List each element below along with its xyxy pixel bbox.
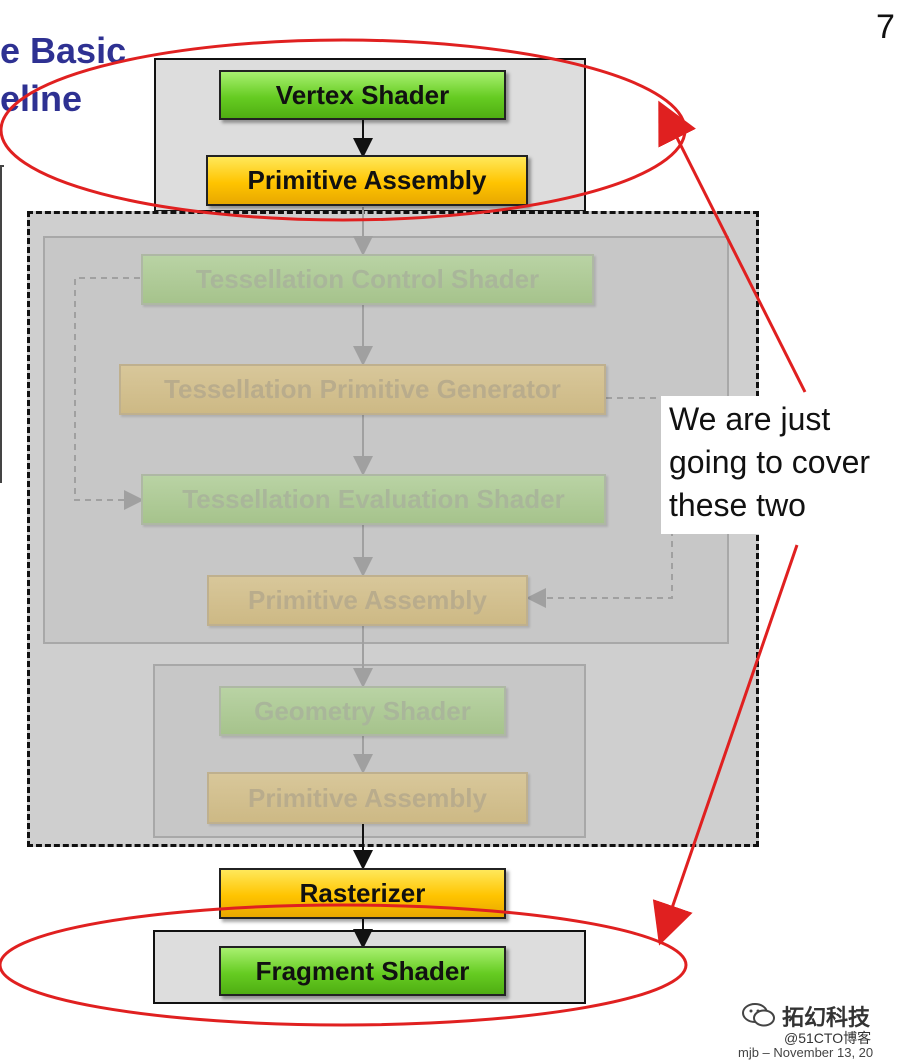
rasterizer-box: Rasterizer	[219, 868, 506, 919]
primitive-assembly-tess-box: Primitive Assembly	[207, 575, 528, 626]
wechat-icon	[742, 1003, 775, 1027]
slide-title-line2: eline	[0, 78, 83, 119]
callout-line3: these two	[669, 487, 806, 523]
vertex-shader-box: Vertex Shader	[219, 70, 506, 120]
primitive-assembly-geom-box: Primitive Assembly	[207, 772, 528, 824]
highlight-ellipse-top	[0, 38, 687, 222]
tess-control-shader-box: Tessellation Control Shader	[141, 254, 594, 305]
geometry-shader-box: Geometry Shader	[219, 686, 506, 736]
watermark-brand: 拓幻科技	[782, 1005, 871, 1030]
tess-primitive-generator-box: Tessellation Primitive Generator	[119, 364, 606, 415]
callout-line1: We are just	[669, 401, 831, 437]
pointer-line-bottom	[652, 544, 799, 946]
tess-evaluation-shader-box: Tessellation Evaluation Shader	[141, 474, 606, 525]
watermark: 拓幻科技 @51CTO博客	[740, 998, 900, 1054]
highlight-ellipse-bottom	[0, 903, 688, 1027]
primitive-assembly-top-box: Primitive Assembly	[206, 155, 528, 206]
watermark-source: @51CTO博客	[784, 1030, 872, 1046]
dashed-tcs-to-tes	[74, 277, 144, 510]
callout-box: We are just going to cover these two	[661, 396, 900, 534]
left-edge-line	[0, 165, 2, 483]
page-number: 7	[876, 8, 895, 46]
fragment-shader-box: Fragment Shader	[219, 946, 506, 996]
left-edge-tick	[0, 165, 4, 167]
footer-text: mjb – November 13, 20	[738, 1045, 874, 1060]
pointer-line-top	[658, 100, 807, 393]
callout-line2: going to cover	[669, 444, 871, 480]
